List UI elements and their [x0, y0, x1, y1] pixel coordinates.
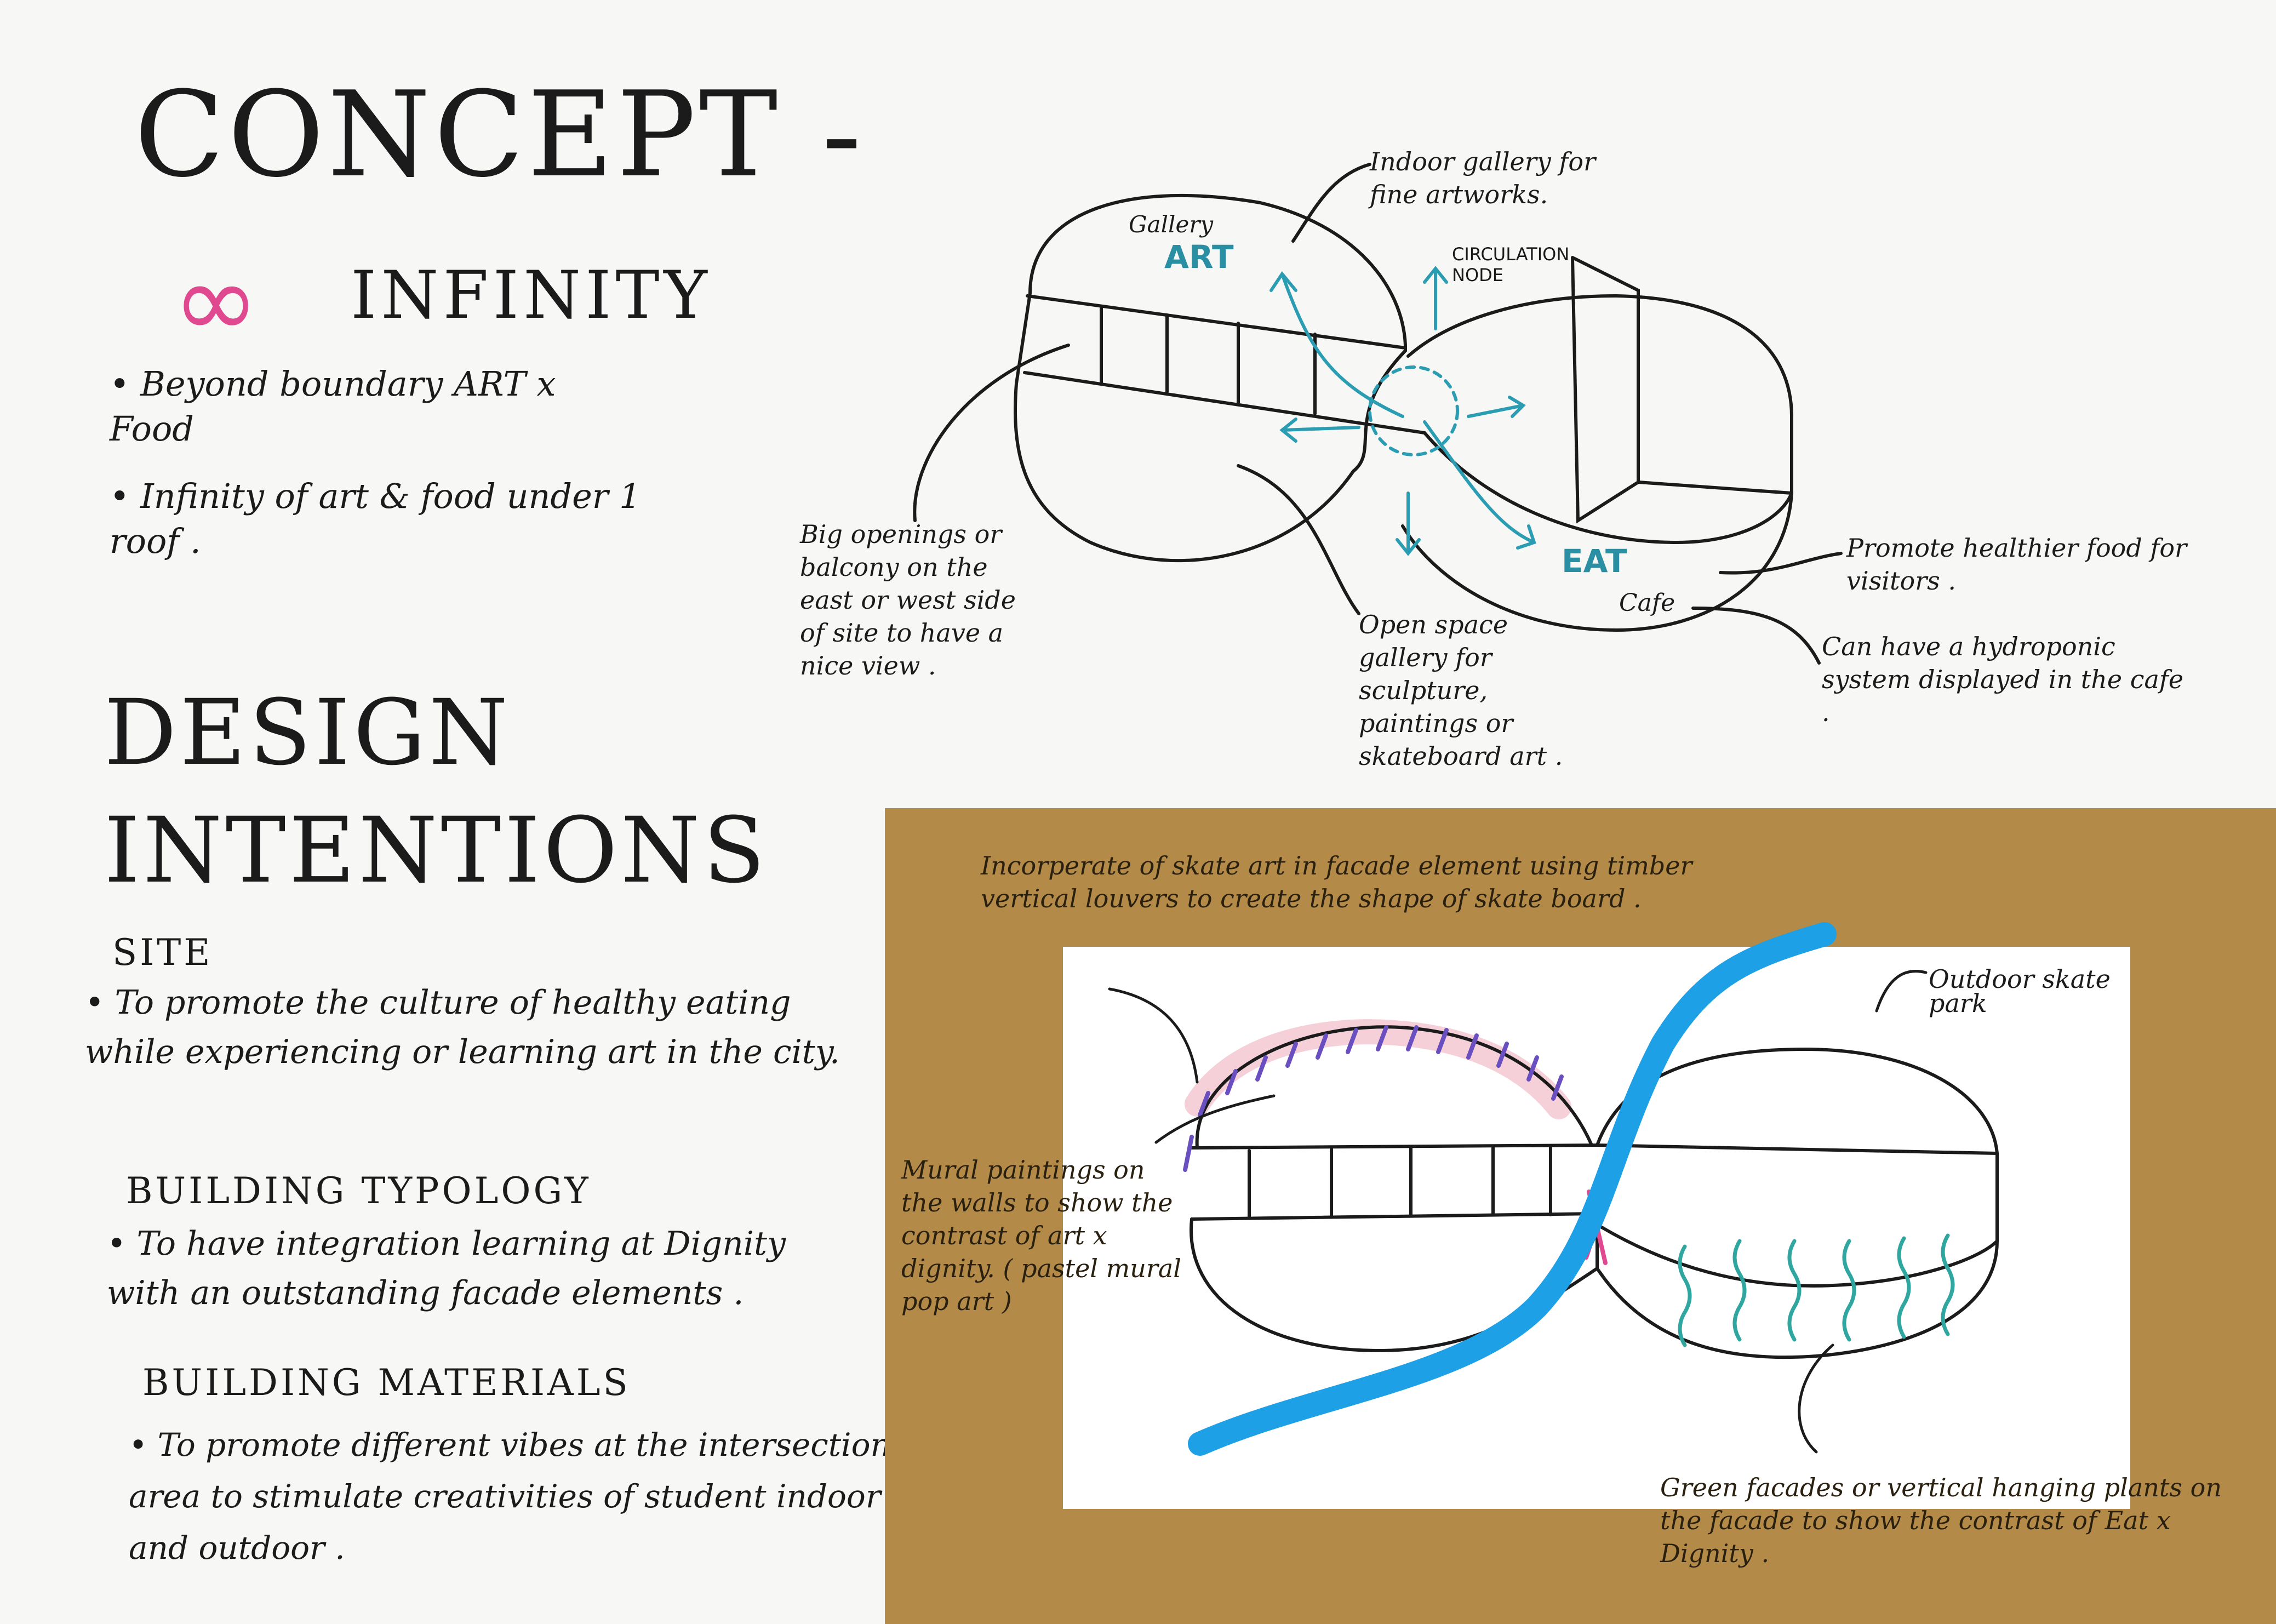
materials-text: • To promote different vibes at the inte… — [129, 1419, 896, 1574]
art-band-lines — [1101, 307, 1315, 414]
typology-text: • To have integration learning at Dignit… — [107, 1219, 819, 1318]
left-drum-lower — [1191, 1214, 1597, 1351]
label-art: ART — [1164, 238, 1234, 276]
label-gallery: Gallery — [1129, 211, 1213, 238]
leader-big-openings — [914, 345, 1068, 521]
right-band-top — [1597, 1145, 1997, 1153]
eat-drum-outline — [1403, 296, 1792, 630]
circulation-arrow-up — [1425, 268, 1446, 329]
leader-promote — [1720, 553, 1841, 573]
leader-green — [1799, 1345, 1833, 1452]
leader-skate-art — [1110, 989, 1197, 1082]
left-band-bottom — [1192, 1214, 1597, 1219]
circulation-arrow-right — [1468, 397, 1523, 416]
annotation-circulation-node: CIRCULATION NODE — [1452, 244, 1616, 285]
label-eat: EAT — [1562, 542, 1627, 580]
typology-heading: BUILDING TYPOLOGY — [126, 1170, 591, 1212]
leader-hydroponic — [1693, 608, 1819, 663]
left-band-lines — [1249, 1146, 1551, 1216]
materials-heading: BUILDING MATERIALS — [142, 1362, 631, 1404]
annotation-skate-art: Incorperate of skate art in facade eleme… — [981, 849, 1693, 915]
leader-outdoor — [1877, 971, 1926, 1011]
circulation-node-circle — [1370, 367, 1457, 455]
circulation-path-eat — [1425, 422, 1534, 548]
left-band-top — [1192, 1145, 1597, 1148]
annotation-green-facades: Green facades or vertical hanging plants… — [1660, 1471, 2252, 1570]
annotation-indoor-gallery: Indoor gallery for fine artworks. — [1370, 145, 1644, 211]
annotation-mural: Mural paintings on the walls to show the… — [901, 1153, 1186, 1318]
annotation-outdoor-skate-park: Outdoor skate park — [1929, 967, 2159, 1015]
annotation-promote-food: Promote healthier food for visitors . — [1846, 531, 2203, 597]
site-text: • To promote the culture of healthy eati… — [85, 978, 852, 1077]
label-cafe: Cafe — [1619, 589, 1675, 617]
circulation-arrow-down — [1397, 493, 1419, 553]
annotation-big-openings: Big openings or balcony on the east or w… — [800, 518, 1036, 682]
site-heading: SITE — [112, 931, 213, 974]
annotation-hydroponic: Can have a hydroponic system displayed i… — [1822, 630, 2194, 729]
outdoor-skate-path — [1200, 934, 1825, 1444]
vertical-plants — [1680, 1236, 1953, 1345]
leader-louvre — [1156, 1096, 1274, 1142]
art-band-bottom — [1025, 373, 1425, 433]
annotation-open-space: Open space gallery for sculpture, painti… — [1359, 608, 1589, 773]
art-band-top — [1027, 296, 1405, 348]
